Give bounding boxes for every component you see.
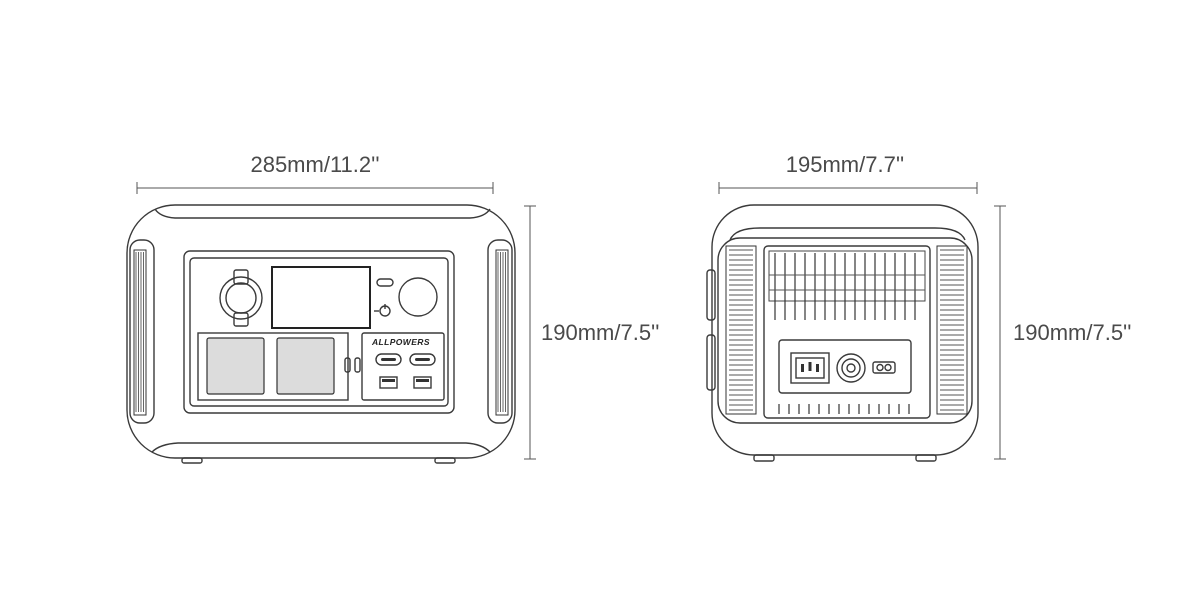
- bottom-fins: [778, 404, 910, 414]
- front-view: 285mm/11.2'' 190mm/7.5'': [126, 152, 659, 464]
- foot-right: [434, 457, 456, 464]
- front-width-label: 285mm/11.2'': [250, 152, 379, 177]
- input-panel: [778, 339, 912, 394]
- right-bumper: [487, 239, 513, 424]
- front-height-dimension: 190mm/7.5'': [524, 205, 659, 460]
- side-height-dimension: 190mm/7.5'': [994, 205, 1131, 460]
- side-foot-left: [753, 454, 775, 462]
- side-view: 195mm/7.7'' 190mm/7.5'': [706, 152, 1131, 462]
- side-width-dimension: 195mm/7.7'': [718, 152, 978, 194]
- car-socket-icon: [219, 269, 263, 327]
- front-height-label: 190mm/7.5'': [541, 320, 659, 345]
- vent-grille-icon: [725, 245, 968, 415]
- fan-fins: [768, 250, 926, 320]
- top-rim: [154, 208, 491, 219]
- ac-outlet-icon: [206, 337, 335, 395]
- side-foot-right: [915, 454, 937, 462]
- side-inner-frame: [717, 237, 973, 424]
- light-button: [376, 278, 394, 287]
- usb-panel: [361, 332, 445, 401]
- bottom-rim: [151, 442, 491, 453]
- front-panel: [183, 250, 455, 414]
- latch-right: [354, 357, 361, 373]
- anderson-port-icon: [872, 361, 896, 374]
- usb-a-port-icon: [379, 376, 432, 389]
- brand-logo: ALLPOWERS: [371, 337, 430, 347]
- side-top-rim: [729, 227, 966, 241]
- front-width-dimension: 285mm/11.2'': [136, 152, 494, 194]
- left-bumper: [129, 239, 155, 424]
- front-body-outline: [126, 204, 516, 459]
- front-panel-inner: [189, 257, 449, 407]
- side-handle-top: [706, 269, 716, 321]
- side-height-label: 190mm/7.5'': [1013, 320, 1131, 345]
- ac-outlet-panel: [197, 332, 349, 401]
- rear-panel: [763, 245, 931, 419]
- dc-input-icon: [836, 353, 866, 383]
- foot-left: [181, 457, 203, 464]
- side-width-label: 195mm/7.7'': [786, 152, 904, 177]
- main-dial-button: [398, 277, 438, 317]
- side-body-outline: [711, 204, 979, 456]
- side-handle-bottom: [706, 334, 716, 391]
- lcd-display: [271, 266, 371, 329]
- power-button-icon: [374, 304, 391, 317]
- usb-c-port-icon: [375, 353, 436, 366]
- ac-input-icon: [790, 352, 830, 384]
- latch-left: [344, 357, 351, 373]
